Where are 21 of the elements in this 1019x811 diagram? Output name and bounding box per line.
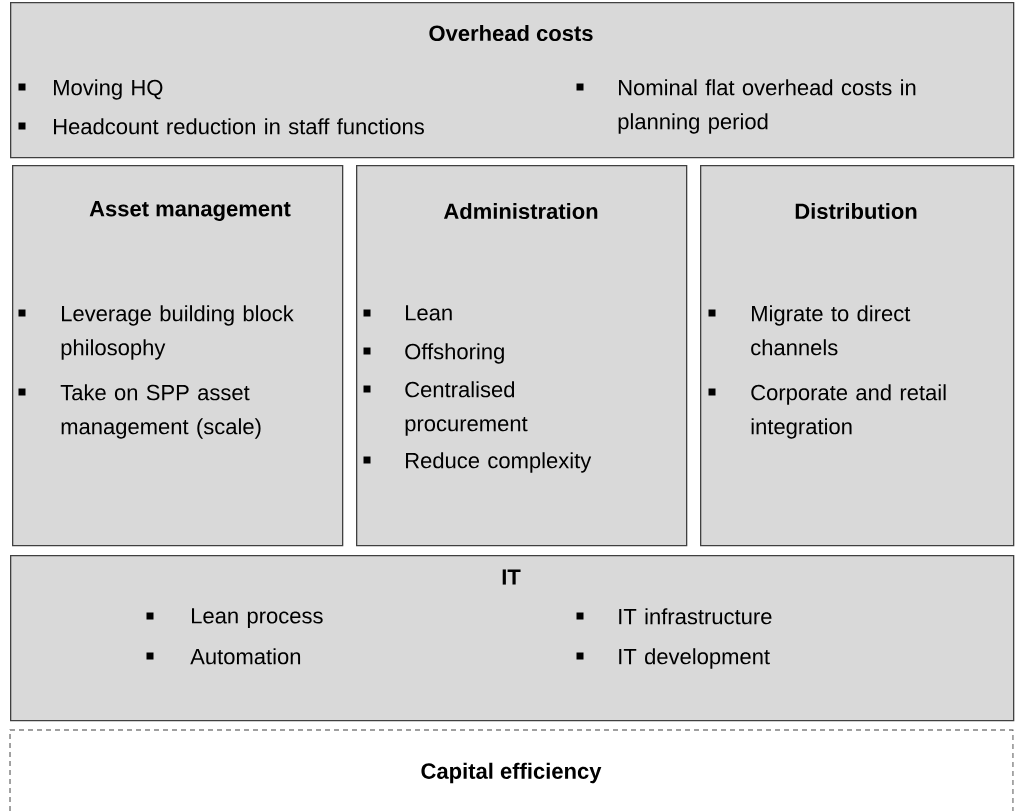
list-item: Reduce complexity (406, 452, 592, 473)
list-item: Lean (406, 305, 452, 321)
list-item: IT infrastructure (619, 608, 772, 625)
heading: Overhead costs (429, 24, 593, 42)
list-item: Migrate to direct channels (751, 305, 911, 356)
list-item: Offshoring (405, 343, 504, 364)
list-item: Moving HQ (54, 79, 163, 100)
heading: IT (502, 569, 521, 585)
heading: Capital efficiency (421, 762, 602, 784)
list-item: Headcount reduction in staff functions (54, 118, 424, 135)
heading: Asset management (89, 201, 291, 221)
heading: Distribution (795, 202, 917, 220)
list-item: Corporate and retail integration (751, 384, 946, 439)
list-item: Nominal flat overhead costs in planning period (618, 79, 916, 134)
list-item: IT development (619, 648, 770, 669)
list-item: Centralised procurement (405, 381, 528, 436)
list-item: Take on SPP asset management (scale) (60, 384, 261, 439)
list-item: Lean process (192, 608, 323, 628)
list-item: Automation (190, 648, 301, 665)
heading: Administration (443, 202, 598, 220)
list-item: Leverage building block philosophy (61, 305, 294, 360)
